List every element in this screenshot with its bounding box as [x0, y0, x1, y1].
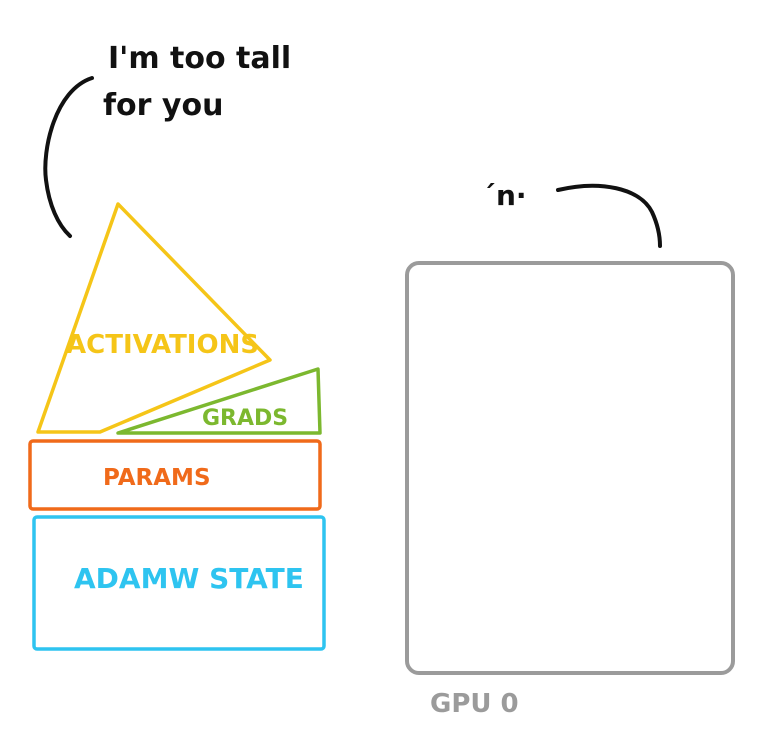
grads-shape: [116, 367, 322, 435]
params-shape: [28, 439, 322, 511]
adamw-state-shape: [32, 515, 326, 651]
params-label: PARAMS: [103, 465, 211, 491]
activations-shape: [36, 202, 272, 434]
gpu-box: [405, 261, 735, 675]
gpu-label: GPU 0: [430, 689, 519, 719]
activations-label: ACTIVATIONS: [66, 330, 259, 360]
gpu-face: ´n·: [482, 179, 527, 212]
speech-tail-line: [43, 76, 94, 238]
speech-line-2: for you: [103, 88, 223, 123]
adamw-state-label: ADAMW STATE: [74, 562, 304, 595]
speech-line-1: I'm too tall: [108, 41, 291, 76]
gpu-tail-line: [556, 183, 662, 248]
grads-label: GRADS: [202, 406, 288, 431]
